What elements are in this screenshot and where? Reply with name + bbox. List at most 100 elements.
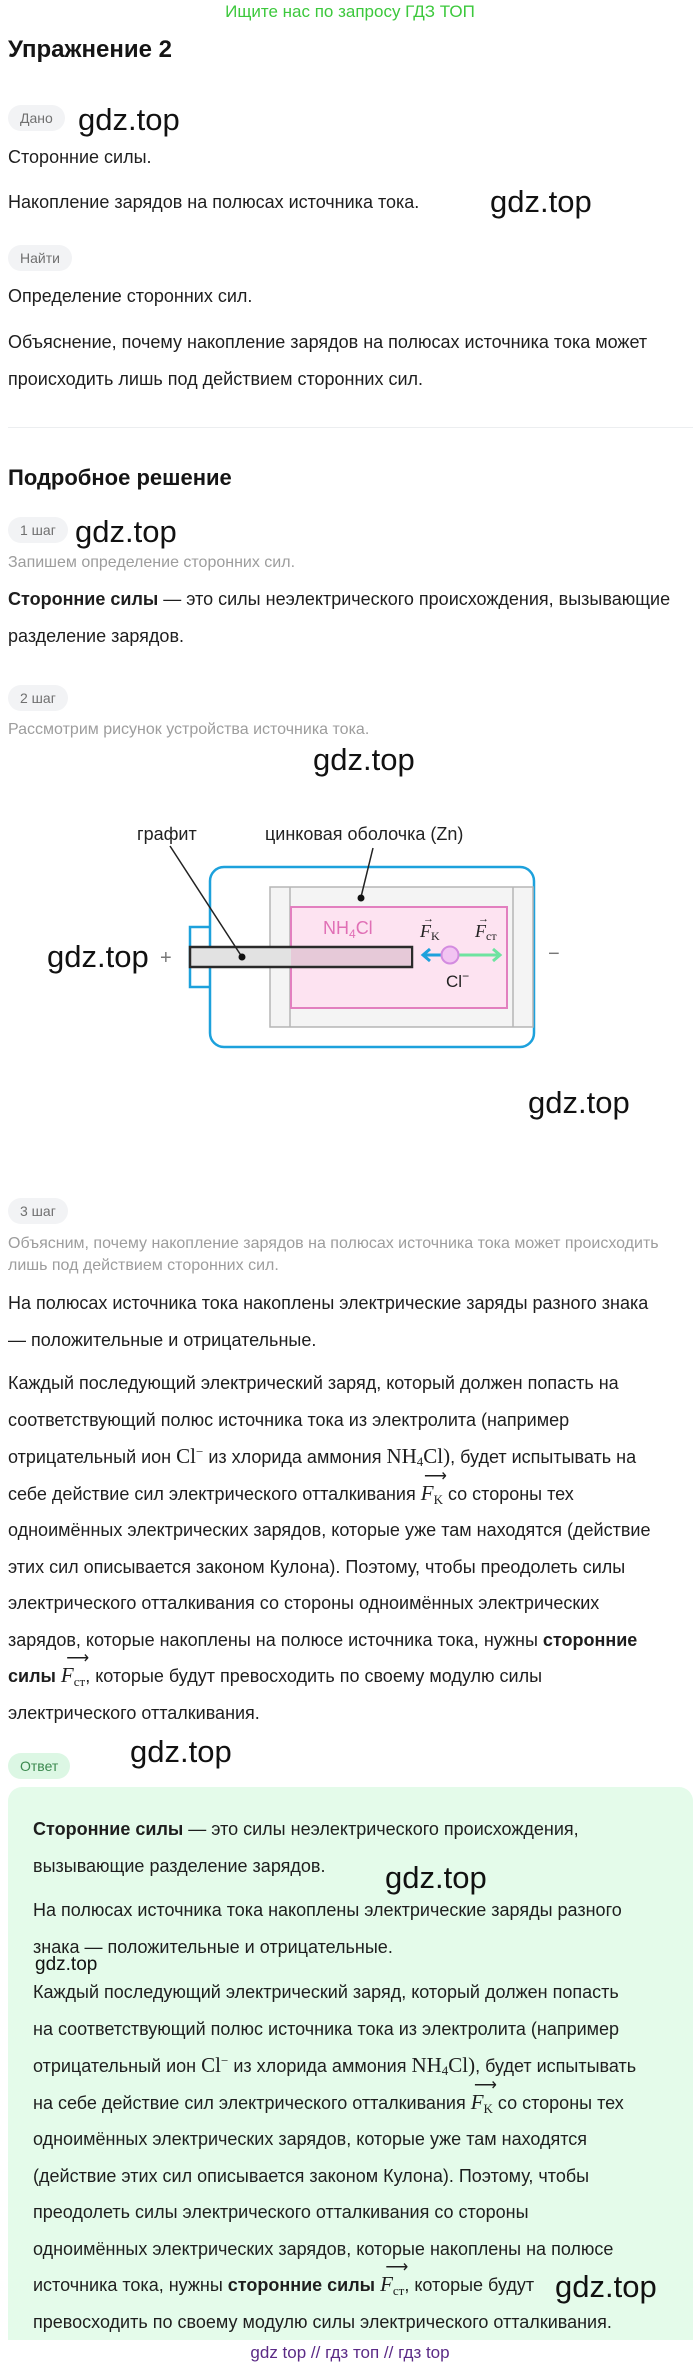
text-segment: со стороны тех (492, 2092, 624, 2113)
electrolyte-label: NH4Cl (323, 918, 373, 941)
text-line: Каждый последующий электрический заряд, … (8, 1365, 650, 1402)
text-line: одноимённых электрических зарядов, котор… (33, 2121, 636, 2158)
find-badge: Найти (8, 245, 72, 271)
text-segment: Каждый последующий электрический заряд, … (8, 1373, 619, 1393)
text-segment: превосходить по своему модулю силы элект… (33, 2311, 612, 2332)
force-vector: ⟶FK (420, 1468, 447, 1506)
step-3-badge: 3 шаг (8, 1198, 68, 1224)
step-1-badge: 1 шаг (8, 517, 68, 543)
text-line: происходить лишь под действием сторонних… (8, 368, 424, 389)
math-formula: NH4 (411, 2053, 448, 2077)
text-segment: соответствующий полюс источника тока из … (8, 1409, 570, 1430)
vector-arrow-icon: → (478, 913, 489, 925)
text-segment: электрического отталкивания со стороны о… (8, 1593, 600, 1613)
math-symbol: Cl) (448, 2053, 476, 2077)
math-symbol: NH (386, 1444, 417, 1468)
text-segment: знака — положительные и отрицательные. (33, 1936, 393, 1957)
force-vector: ⟶Fст (380, 2260, 408, 2298)
step-1-text: Сторонние силы — это силы неэлектрическо… (8, 581, 670, 654)
text-line: превосходить по своему модулю силы элект… (33, 2304, 636, 2341)
text-line: На полюсах источника тока накоплены элек… (8, 1285, 648, 1322)
math-subscript: 4 (416, 1454, 424, 1469)
vector-symbol: F (380, 2272, 393, 2296)
watermark: gdz.top (385, 1860, 487, 1895)
text-segment: на себе действие сил электрического отта… (33, 2092, 471, 2113)
text-segment: На полюсах источника тока накоплены элек… (8, 1293, 649, 1313)
shell-leader-line (360, 847, 374, 898)
math-symbol: Cl (201, 2053, 221, 2077)
watermark: gdz.top (130, 1734, 232, 1769)
text-segment: зарядов, которые накоплены на полюсе ист… (8, 1629, 543, 1650)
text-line: электрического отталкивания. (8, 1695, 650, 1732)
vector-arrow-icon: → (423, 913, 434, 925)
math-symbol: Cl) (423, 1444, 451, 1468)
given-item: Сторонние силы. (8, 147, 152, 167)
bold-term: Сторонние силы (8, 589, 159, 609)
watermark: gdz.top (555, 2269, 657, 2304)
text-segment: , которые будут превосходить по своему м… (85, 1666, 543, 1686)
text-line: одноимённых электрических зарядов, котор… (8, 1512, 650, 1549)
vector-arrow-icon: ⟶ (473, 2076, 497, 2094)
answer-paragraph: На полюсах источника тока накоплены элек… (33, 1892, 622, 1965)
math-symbol: Cl (176, 1444, 196, 1468)
leader-dot (357, 894, 365, 902)
zinc-shell-label: цинковая оболочка (Zn) (265, 824, 463, 844)
vector-subscript: ст (392, 2283, 405, 2298)
plus-sign: + (160, 947, 172, 969)
text-line: лишь под действием сторонних сил. (8, 1257, 279, 1274)
step-2-badge: 2 шаг (8, 685, 68, 711)
step-3-paragraph: Каждый последующий электрический заряд, … (8, 1365, 650, 1731)
text-segment: — положительные и отрицательные. (8, 1329, 317, 1350)
minus-sign: − (548, 943, 560, 965)
force-vector: ⟶Fст (60, 1651, 89, 1689)
divider (8, 427, 693, 428)
search-banner: Ищите нас по запросу ГДЗ ТОП (225, 2, 475, 21)
watermark: gdz.top (313, 742, 415, 777)
text-line: отрицательный ион Cl− из хлорида аммония… (33, 2047, 636, 2085)
math-superscript: − (220, 2053, 229, 2068)
math-formula: Cl) (448, 2053, 475, 2077)
text-segment: , которые будут (404, 2275, 535, 2295)
vector-symbol: F (60, 1663, 74, 1687)
text-segment: — это силы неэлектрического происхождени… (158, 589, 671, 609)
text-segment: себе действие сил электрического отталки… (8, 1483, 421, 1504)
text-segment: , будет испытывать на (450, 1447, 637, 1467)
text-line: источника тока, нужны сторонние силы ⟶Fс… (33, 2260, 636, 2304)
text-line: Объяснение, почему накопление зарядов на… (8, 332, 648, 352)
watermark: gdz.top (75, 514, 177, 549)
text-segment: отрицательный ион (8, 1447, 177, 1467)
math-formula: Cl) (423, 1444, 450, 1468)
text-segment: вызывающие разделение зарядов. (33, 1855, 326, 1876)
ion-label: Cl− (446, 969, 469, 991)
given-badge: Дано (8, 105, 65, 131)
vector-arrow-icon: ⟶ (385, 2259, 408, 2276)
vector-subscript: K (483, 2100, 493, 2116)
text-segment: одноимённых электрических зарядов, котор… (33, 2238, 614, 2259)
vector-subscript: K (433, 1491, 443, 1507)
watermark: gdz.top (47, 939, 149, 974)
vector-symbol: F (420, 1480, 434, 1505)
step-1-hint: Запишем определение сторонних сил. (8, 554, 296, 571)
text-segment: источника тока, нужны (33, 2275, 228, 2295)
math-symbol: NH (411, 2053, 442, 2077)
graphite-leader-line (169, 845, 243, 958)
vector-subscript: ст (73, 1674, 86, 1689)
footer-links: gdz top // гдз топ // гдз top (250, 2343, 450, 2362)
text-segment: этих сил описывается законом Кулона). По… (8, 1556, 626, 1577)
text-line: зарядов, которые накоплены на полюсе ист… (8, 1622, 650, 1659)
step-2-hint: Рассмотрим рисунок устройства источника … (8, 721, 370, 738)
text-line: Каждый последующий электрический заряд, … (33, 1974, 636, 2011)
text-segment: , будет испытывать (475, 2056, 637, 2076)
page-title: Упражнение 2 (8, 36, 172, 63)
answer-badge: Ответ (8, 1753, 71, 1779)
text-segment: Каждый последующий электрический заряд, … (33, 1982, 619, 2002)
math-superscript: − (195, 1444, 204, 1459)
answer-paragraph: Каждый последующий электрический заряд, … (33, 1974, 636, 2340)
text-segment: на соответствующий полюс источника тока … (33, 2018, 620, 2039)
text-segment: преодолеть силы электрического отталкива… (33, 2202, 529, 2222)
text-segment: из хлорида аммония (203, 1447, 387, 1467)
leader-dot (238, 953, 246, 961)
text-segment: (действие этих сил описывается законом К… (33, 2165, 590, 2186)
vector-arrow-icon: ⟶ (66, 1650, 89, 1667)
text-segment: электрического отталкивания. (8, 1702, 260, 1723)
